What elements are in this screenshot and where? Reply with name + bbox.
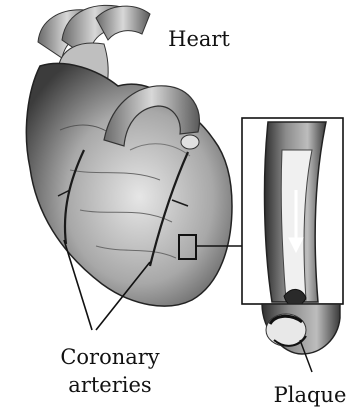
plaque-label: Plaque	[274, 383, 347, 407]
heart	[26, 63, 232, 306]
heart-label: Heart	[168, 27, 230, 51]
coronary-label-line1: Coronary	[60, 345, 159, 369]
artery-inset	[242, 118, 343, 307]
artery-tube-bottom	[262, 304, 340, 354]
coronary-label-line2: arteries	[68, 373, 151, 397]
